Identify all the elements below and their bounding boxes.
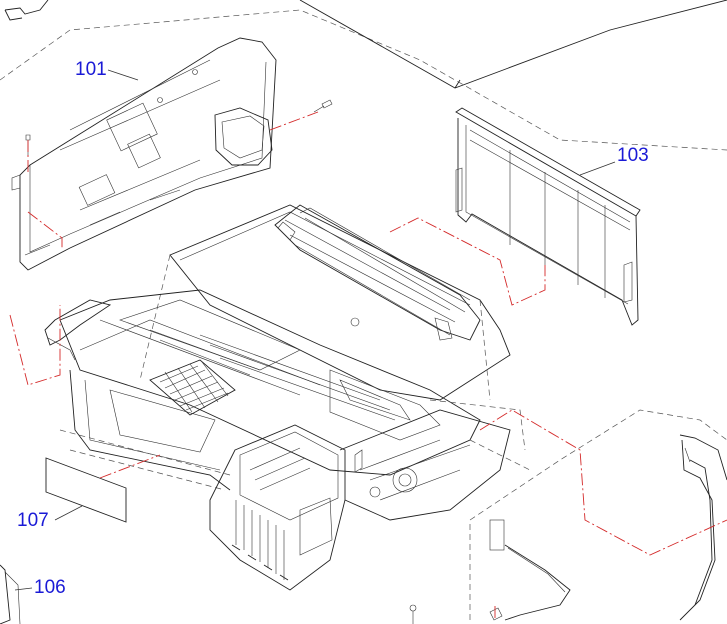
label-101: 101 <box>75 59 107 80</box>
part-cover-right <box>409 434 727 624</box>
outline-dashed-top <box>0 9 727 151</box>
screw-101-right <box>313 99 333 113</box>
part-107-label-sheet <box>45 457 127 523</box>
cartridge-bay <box>209 424 346 591</box>
main-mechanism <box>44 204 531 591</box>
leader-107 <box>54 505 83 521</box>
tray-outline-top <box>299 0 727 89</box>
assembly-centerlines <box>9 111 727 618</box>
label-107: 107 <box>17 510 49 531</box>
leader-101 <box>107 69 139 81</box>
hatched-panel <box>149 359 236 416</box>
leader-106 <box>14 587 33 591</box>
part-103-rear-panel <box>455 107 641 326</box>
label-103: 103 <box>617 145 649 166</box>
corner-fragment <box>4 0 49 21</box>
part-106-bracket <box>0 564 21 624</box>
leader-103 <box>579 161 616 176</box>
label-106: 106 <box>34 577 66 598</box>
part-101-side-frame <box>11 37 277 271</box>
outline-dashed-right <box>469 409 727 620</box>
